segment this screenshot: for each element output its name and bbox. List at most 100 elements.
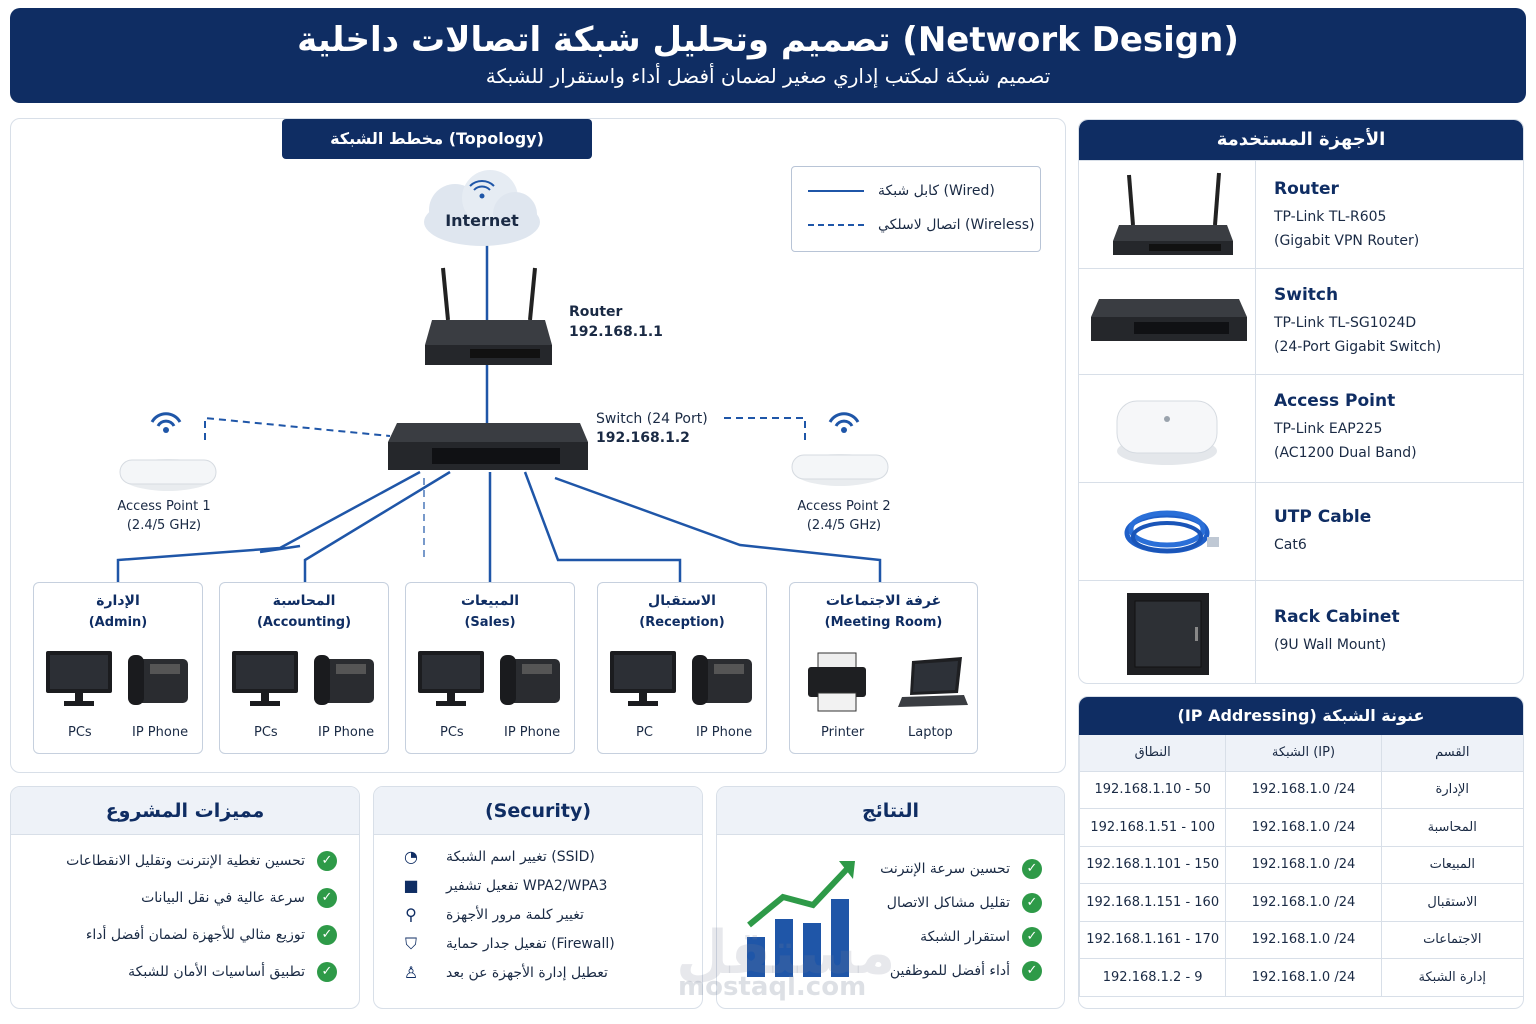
switch-icon xyxy=(1091,299,1247,341)
cell-range: 192.168.1.51 - 100 xyxy=(1079,808,1226,847)
feature-text: تطبيق أساسيات الأمان للشبكة xyxy=(128,964,305,980)
device-image xyxy=(1079,269,1256,374)
cell-network: 192.168.1.0 /24 xyxy=(1225,846,1382,884)
wired-line-swatch xyxy=(808,190,864,192)
security-item: ■ تفعيل تشفير WPA2/WPA3 xyxy=(402,877,607,895)
wired-links xyxy=(116,245,882,582)
switch-label: Switch (24 Port) xyxy=(596,411,708,427)
security-text: تغيير اسم الشبكة (SSID) xyxy=(446,849,595,865)
device-switch: Switch TP-Link TL-SG1024D (24-Port Gigab… xyxy=(1079,268,1523,374)
cell-department: المبيعات xyxy=(1380,846,1523,884)
cell-range: 192.168.1.2 - 9 xyxy=(1079,958,1226,997)
ip-phone-icon xyxy=(314,655,374,705)
ap2-band: (2.4/5 GHz) xyxy=(807,518,881,533)
router-ip: 192.168.1.1 xyxy=(569,324,663,340)
security-text: تفعيل تشفير WPA2/WPA3 xyxy=(446,878,608,894)
header-banner: تصميم وتحليل شبكة اتصالات داخلية (Networ… xyxy=(10,8,1526,103)
dept-devices xyxy=(610,651,752,706)
link-reception xyxy=(523,471,682,582)
result-text: أداء أفضل للموظفين xyxy=(889,963,1010,979)
ip-addressing-title: (IP Addressing) عنونة الشبكة xyxy=(1079,697,1523,735)
wireless-ap2 xyxy=(722,417,806,440)
link-admin xyxy=(116,470,421,582)
device-name: Access Point xyxy=(1274,391,1396,411)
result-item: ✓تقليل مشاكل الاتصال xyxy=(887,893,1042,913)
shield-icon: ⛉ xyxy=(404,934,417,953)
device-model: TP-Link EAP225 xyxy=(1274,421,1383,437)
result-text: استقرار الشبكة xyxy=(920,929,1010,945)
link-accounting xyxy=(303,470,451,582)
device-spec: (AC1200 Dual Band) xyxy=(1274,445,1417,461)
check-icon: ✓ xyxy=(317,888,337,908)
dept-sales: المبيعات (Sales) PCs IP Phone xyxy=(405,582,575,754)
result-item: ✓ أداء أفضل للموظفين xyxy=(890,961,1042,981)
security-item: ♙تعطيل إدارة الأجهزة عن بعد xyxy=(402,964,608,982)
device-label: IP Phone xyxy=(504,725,561,740)
dept-name-en: (Reception) xyxy=(639,615,725,630)
pc-monitor-icon xyxy=(610,651,676,706)
dept-name-en: (Accounting) xyxy=(256,615,352,630)
laptop-icon xyxy=(898,657,968,707)
cell-range: 192.168.1.101 - 150 xyxy=(1079,846,1226,884)
pc-monitor-icon xyxy=(46,651,112,706)
cell-network: 192.168.1.0 /24 xyxy=(1225,921,1382,959)
dept-devices xyxy=(418,651,560,706)
device-model: Cat6 xyxy=(1274,537,1307,553)
ip-phone-icon xyxy=(128,655,188,705)
device-image xyxy=(1079,375,1256,482)
security-text: تفعيل جدار حماية (Firewall) xyxy=(446,936,615,952)
cell-network: 192.168.1.0 /24 xyxy=(1225,883,1382,922)
devices-panel: الأجهزة المستخدمة Router TP-Link TL-R605… xyxy=(1078,119,1524,684)
feature-text: تحسين تغطية الإنترنت وتقليل الانقطاعات xyxy=(66,853,305,869)
dept-name: المحاسبة xyxy=(272,593,336,609)
key-icon: ⚲ xyxy=(405,905,417,924)
dept-devices xyxy=(232,651,374,706)
cell-department: المحاسبة xyxy=(1380,808,1523,847)
feature-text: توزيع مثالي للأجهزة لضمان أفضل أداء xyxy=(85,927,305,943)
device-label: PCs xyxy=(254,725,278,740)
ap1-label: Access Point 1 xyxy=(117,499,210,514)
access-point-1-icon xyxy=(119,412,217,491)
security-text: تغيير كلمة مرور الأجهزة xyxy=(446,907,584,923)
check-icon: ✓ xyxy=(1022,961,1042,981)
check-icon: ✓ xyxy=(317,851,337,871)
lock-icon: ■ xyxy=(403,876,419,895)
device-access-point: Access Point TP-Link EAP225 (AC1200 Dual… xyxy=(1079,374,1523,482)
dept-admin: الإدارة (Admin) PCs IP Phone xyxy=(33,582,203,754)
security-item: ◔تغيير اسم الشبكة (SSID) xyxy=(402,848,595,866)
features-panel: مميزات المشروع ✓ تحسين تغطية الإنترنت وتق… xyxy=(10,786,360,1009)
access-point-2-icon xyxy=(791,412,889,486)
printer-icon xyxy=(808,652,866,712)
wireless-ap1 xyxy=(204,416,391,440)
switch-ip: 192.168.1.2 xyxy=(596,430,690,446)
pc-monitor-icon xyxy=(232,651,298,706)
dept-name: المبيعات xyxy=(460,593,520,609)
device-label: IP Phone xyxy=(132,725,189,740)
security-item: ⛉ تفعيل جدار حماية (Firewall) xyxy=(402,935,615,953)
device-image xyxy=(1079,161,1256,268)
legend-wired-label: كابل شبكة (Wired) xyxy=(878,183,995,199)
security-panel: (Security) ◔تغيير اسم الشبكة (SSID) ■تفع… xyxy=(373,786,703,1009)
wireless-line-swatch xyxy=(808,224,864,226)
dept-accounting: المحاسبة (Accounting) PCs IP Phone xyxy=(219,582,389,754)
dept-name: الإدارة xyxy=(96,593,140,609)
topology-title: مخطط الشبكة (Topology) xyxy=(282,119,592,159)
device-name: Rack Cabinet xyxy=(1274,607,1400,627)
legend-wireless: اتصال لاسلكي (Wireless) xyxy=(808,217,1035,233)
feature-item: ✓توزيع مثالي للأجهزة لضمان أفضل أداء xyxy=(86,925,337,945)
pc-monitor-icon xyxy=(418,651,484,706)
dept-devices xyxy=(808,652,968,712)
internet-label: Internet xyxy=(445,211,519,230)
device-utp-cable: UTP Cable Cat6 xyxy=(1079,482,1523,580)
result-text: تحسين سرعة الإنترنت xyxy=(880,861,1010,877)
wireless-links xyxy=(204,416,806,560)
feature-text: سرعة عالية في نقل البيانات xyxy=(141,890,305,906)
internet-cloud-icon xyxy=(424,170,540,246)
cell-department: الاستقبال xyxy=(1380,883,1523,922)
legend: كابل شبكة (Wired) اتصال لاسلكي (Wireless… xyxy=(791,166,1041,252)
features-title: مميزات المشروع xyxy=(11,787,359,835)
